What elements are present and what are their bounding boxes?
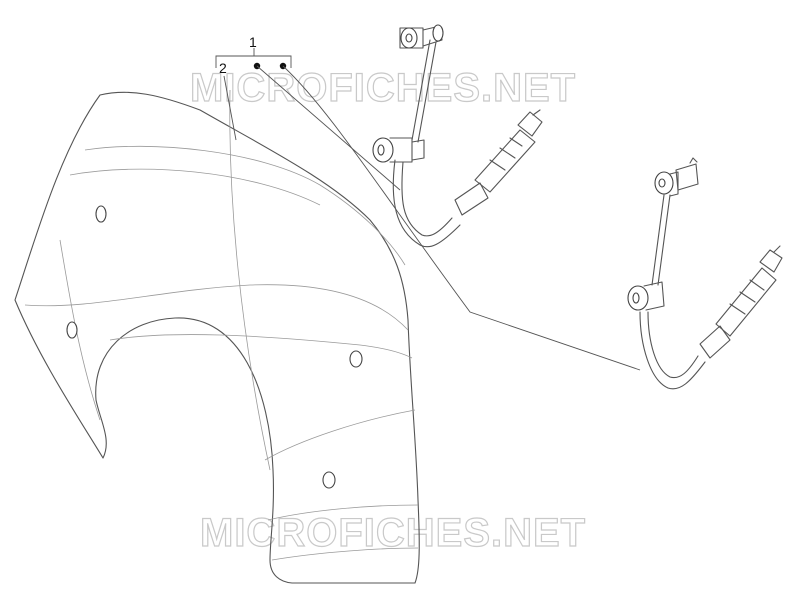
callout-2-label: 2: [219, 60, 227, 76]
left-mounting-bracket[interactable]: [372, 24, 543, 248]
watermark-top: MICROFICHES.NET: [190, 66, 576, 110]
bushing-bore: [632, 292, 640, 304]
bushing-bore: [377, 144, 385, 156]
bushing-bore: [405, 33, 413, 43]
mount-hole: [322, 471, 336, 489]
callout-1-label: 1: [249, 34, 257, 50]
windscreen-part[interactable]: [14, 89, 420, 584]
mount-hole: [349, 350, 363, 368]
right-mounting-bracket[interactable]: [627, 157, 783, 390]
bushing-nut: [432, 24, 444, 42]
watermark-bottom: MICROFICHES.NET: [200, 511, 586, 555]
bushing-bore: [658, 178, 666, 188]
mount-hole: [95, 205, 107, 223]
callout-leaders: [215, 48, 641, 371]
mount-hole: [66, 321, 78, 339]
